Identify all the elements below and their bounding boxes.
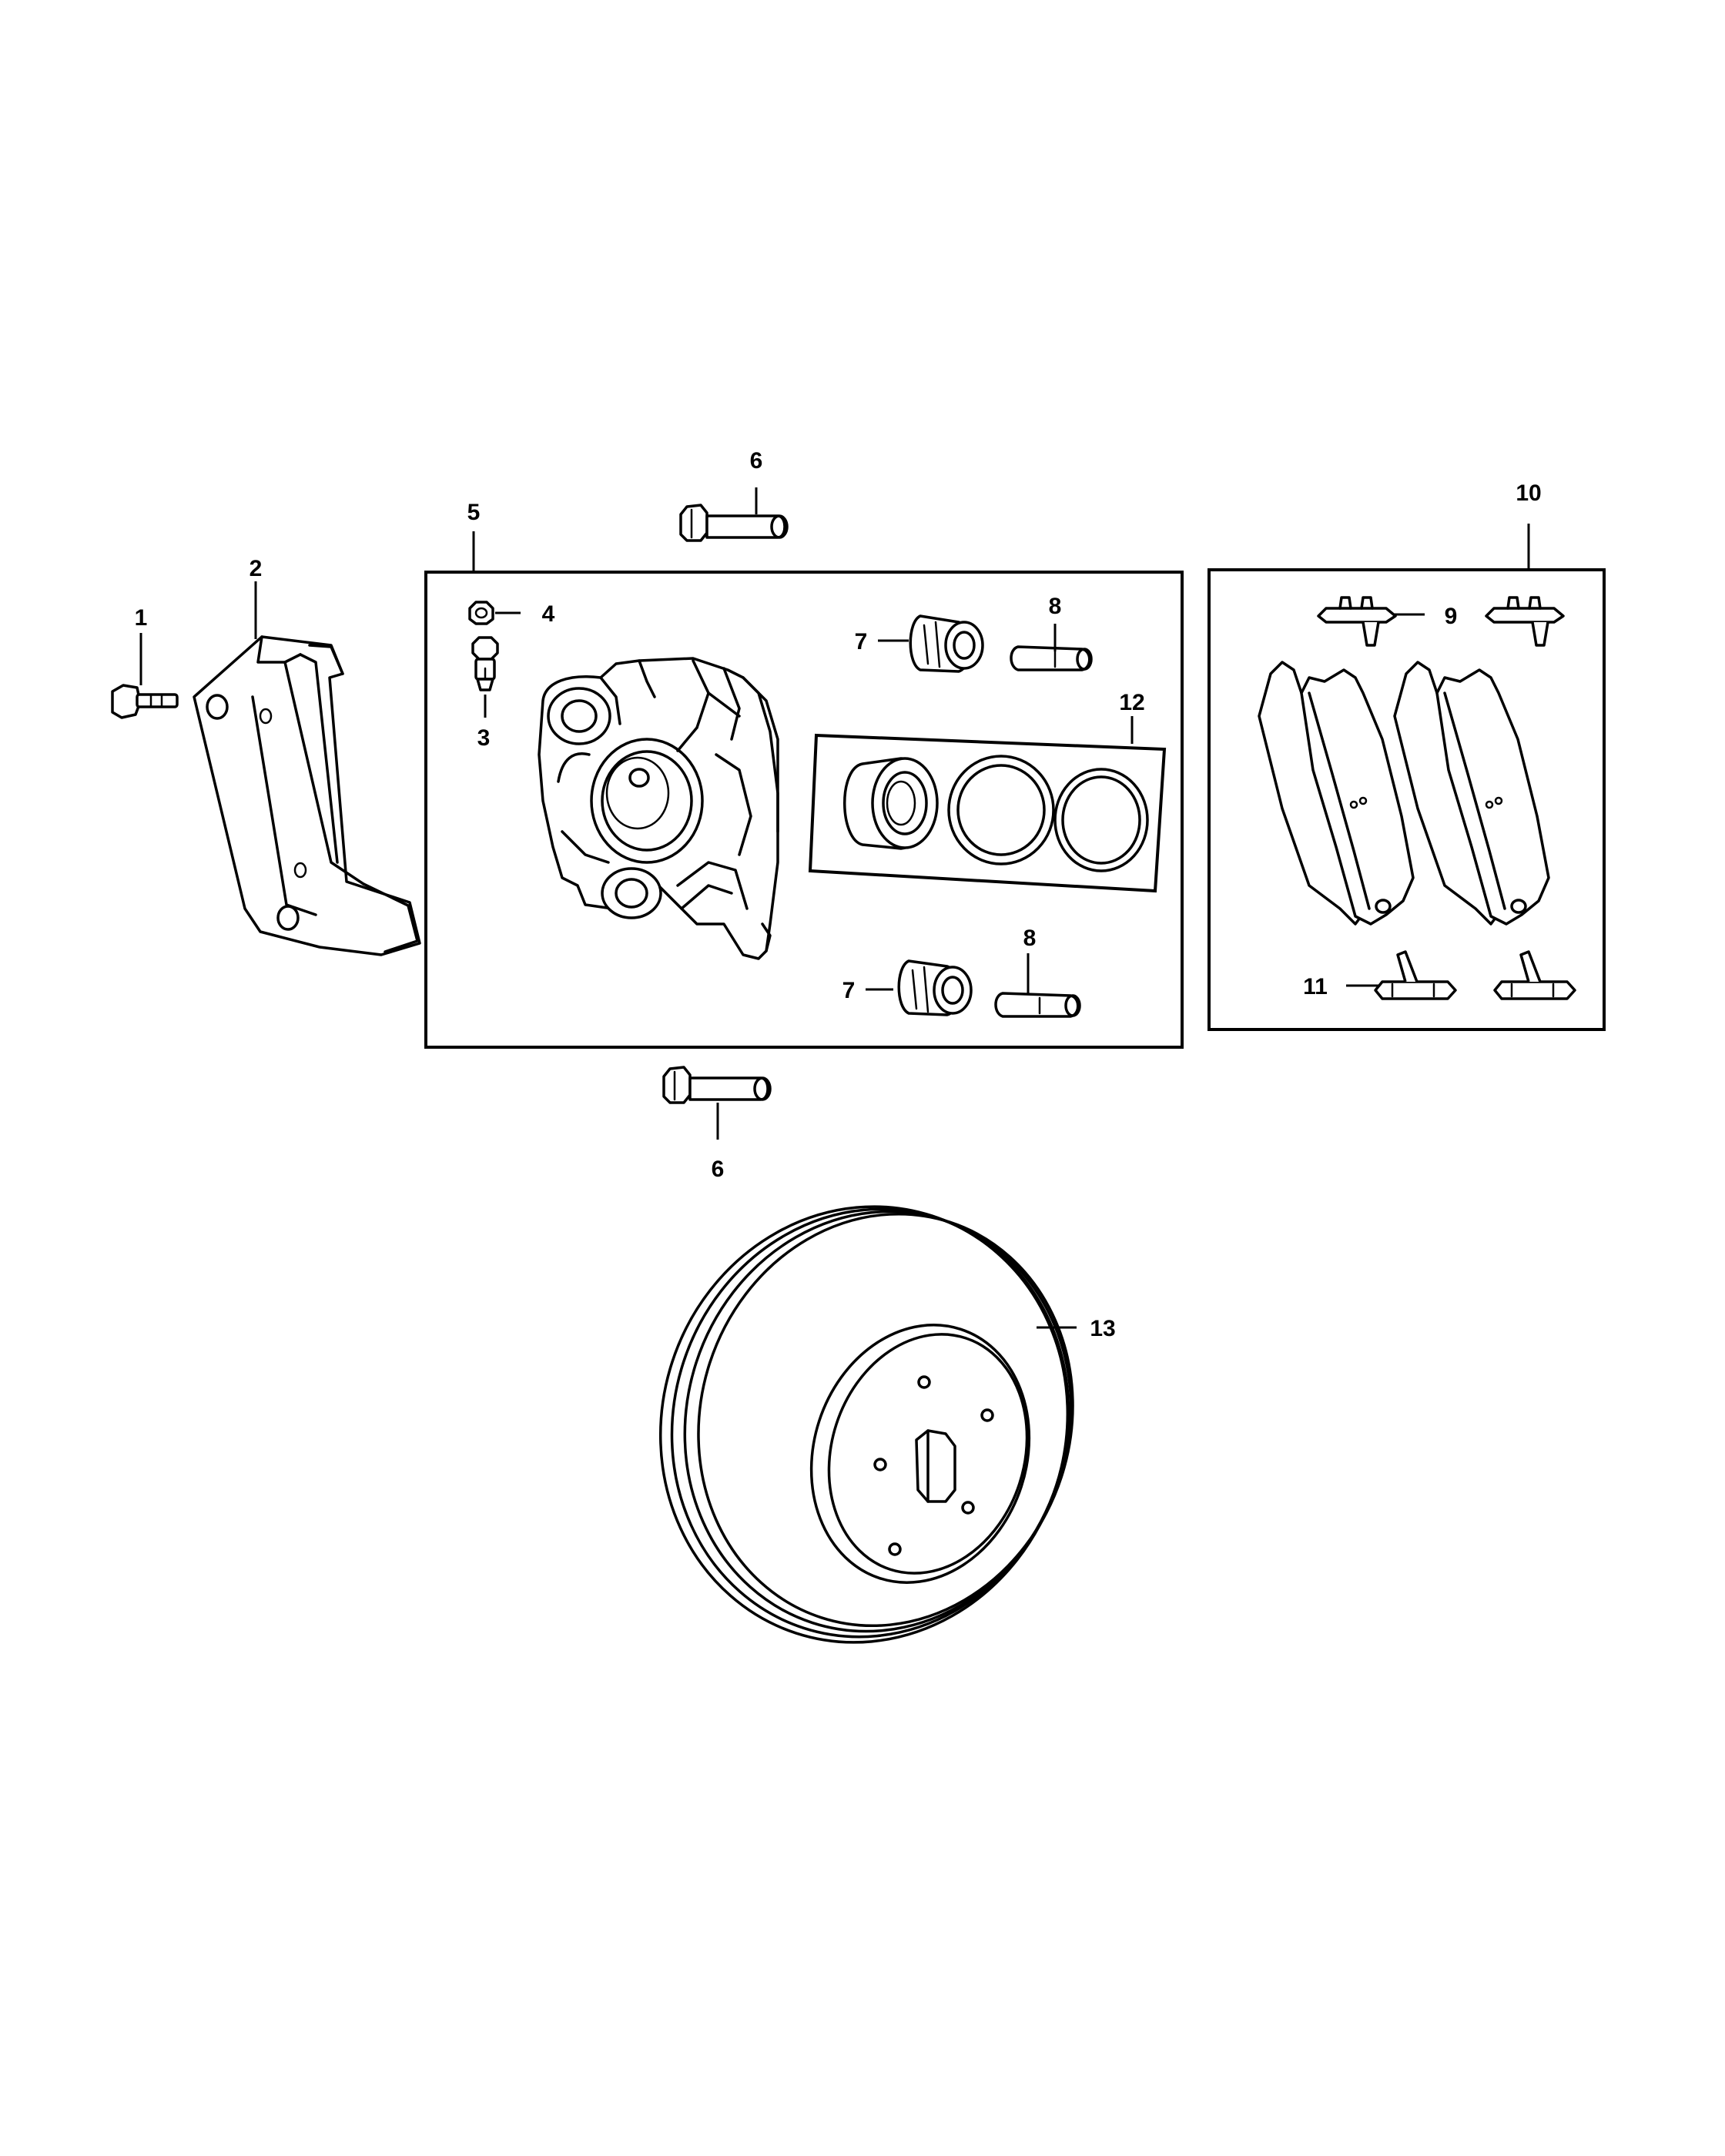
callout-3: 3 xyxy=(477,725,491,751)
caliper-adapter-part-2 xyxy=(193,635,421,956)
brake-pad-kit-box xyxy=(1208,568,1606,1031)
brake-pad-part-10-right xyxy=(1393,661,1550,926)
callout-12: 12 xyxy=(1119,690,1144,715)
callout-6-bottom: 6 xyxy=(712,1157,725,1182)
callout-1: 1 xyxy=(135,605,148,631)
callout-13: 13 xyxy=(1090,1316,1115,1341)
callout-8-top: 8 xyxy=(1049,594,1062,619)
wear-indicator-part-11-right xyxy=(1493,950,1576,1000)
bleeder-cap-part-4 xyxy=(468,601,494,625)
callout-8-bottom: 8 xyxy=(1023,926,1037,951)
brake-rotor-part-13 xyxy=(658,1205,1074,1644)
guide-pin-bolt-part-6-bottom xyxy=(662,1066,772,1104)
callout-labels: 1 2 3 4 5 6 6 7 7 8 8 9 10 11 12 13 xyxy=(135,448,1542,1341)
brake-pad-part-10-left xyxy=(1258,661,1415,926)
callout-2: 2 xyxy=(250,556,263,581)
leader-lines xyxy=(139,487,1530,1329)
anti-rattle-clip-part-9-right xyxy=(1485,596,1565,647)
piston-seal-part-12 xyxy=(1053,768,1149,872)
callout-9: 9 xyxy=(1445,604,1458,629)
bushing-part-7-bottom xyxy=(897,959,973,1016)
bleeder-screw-part-3 xyxy=(471,636,499,691)
callout-11: 11 xyxy=(1303,974,1328,999)
sleeve-part-8-top xyxy=(1010,645,1093,671)
callout-5: 5 xyxy=(467,500,481,525)
caliper-assembly-box xyxy=(424,571,1184,1049)
caliper-seal-kit-box xyxy=(808,733,1167,893)
bushing-part-7-top xyxy=(909,614,984,673)
anti-rattle-clip-part-9-left xyxy=(1317,596,1397,647)
piston-part-12 xyxy=(843,757,939,850)
dust-boot-part-12 xyxy=(947,755,1055,865)
callout-7-bottom: 7 xyxy=(842,978,856,1003)
callout-6-top: 6 xyxy=(750,448,763,474)
wear-indicator-part-11-left xyxy=(1374,950,1457,1000)
callout-4: 4 xyxy=(542,601,555,627)
bolt-part-1 xyxy=(111,684,179,719)
callout-10: 10 xyxy=(1516,480,1541,506)
sleeve-part-8-bottom xyxy=(994,992,1081,1018)
guide-pin-bolt-part-6-top xyxy=(679,504,789,542)
callout-7-top: 7 xyxy=(855,629,868,654)
caliper-body-part-5 xyxy=(538,657,779,960)
